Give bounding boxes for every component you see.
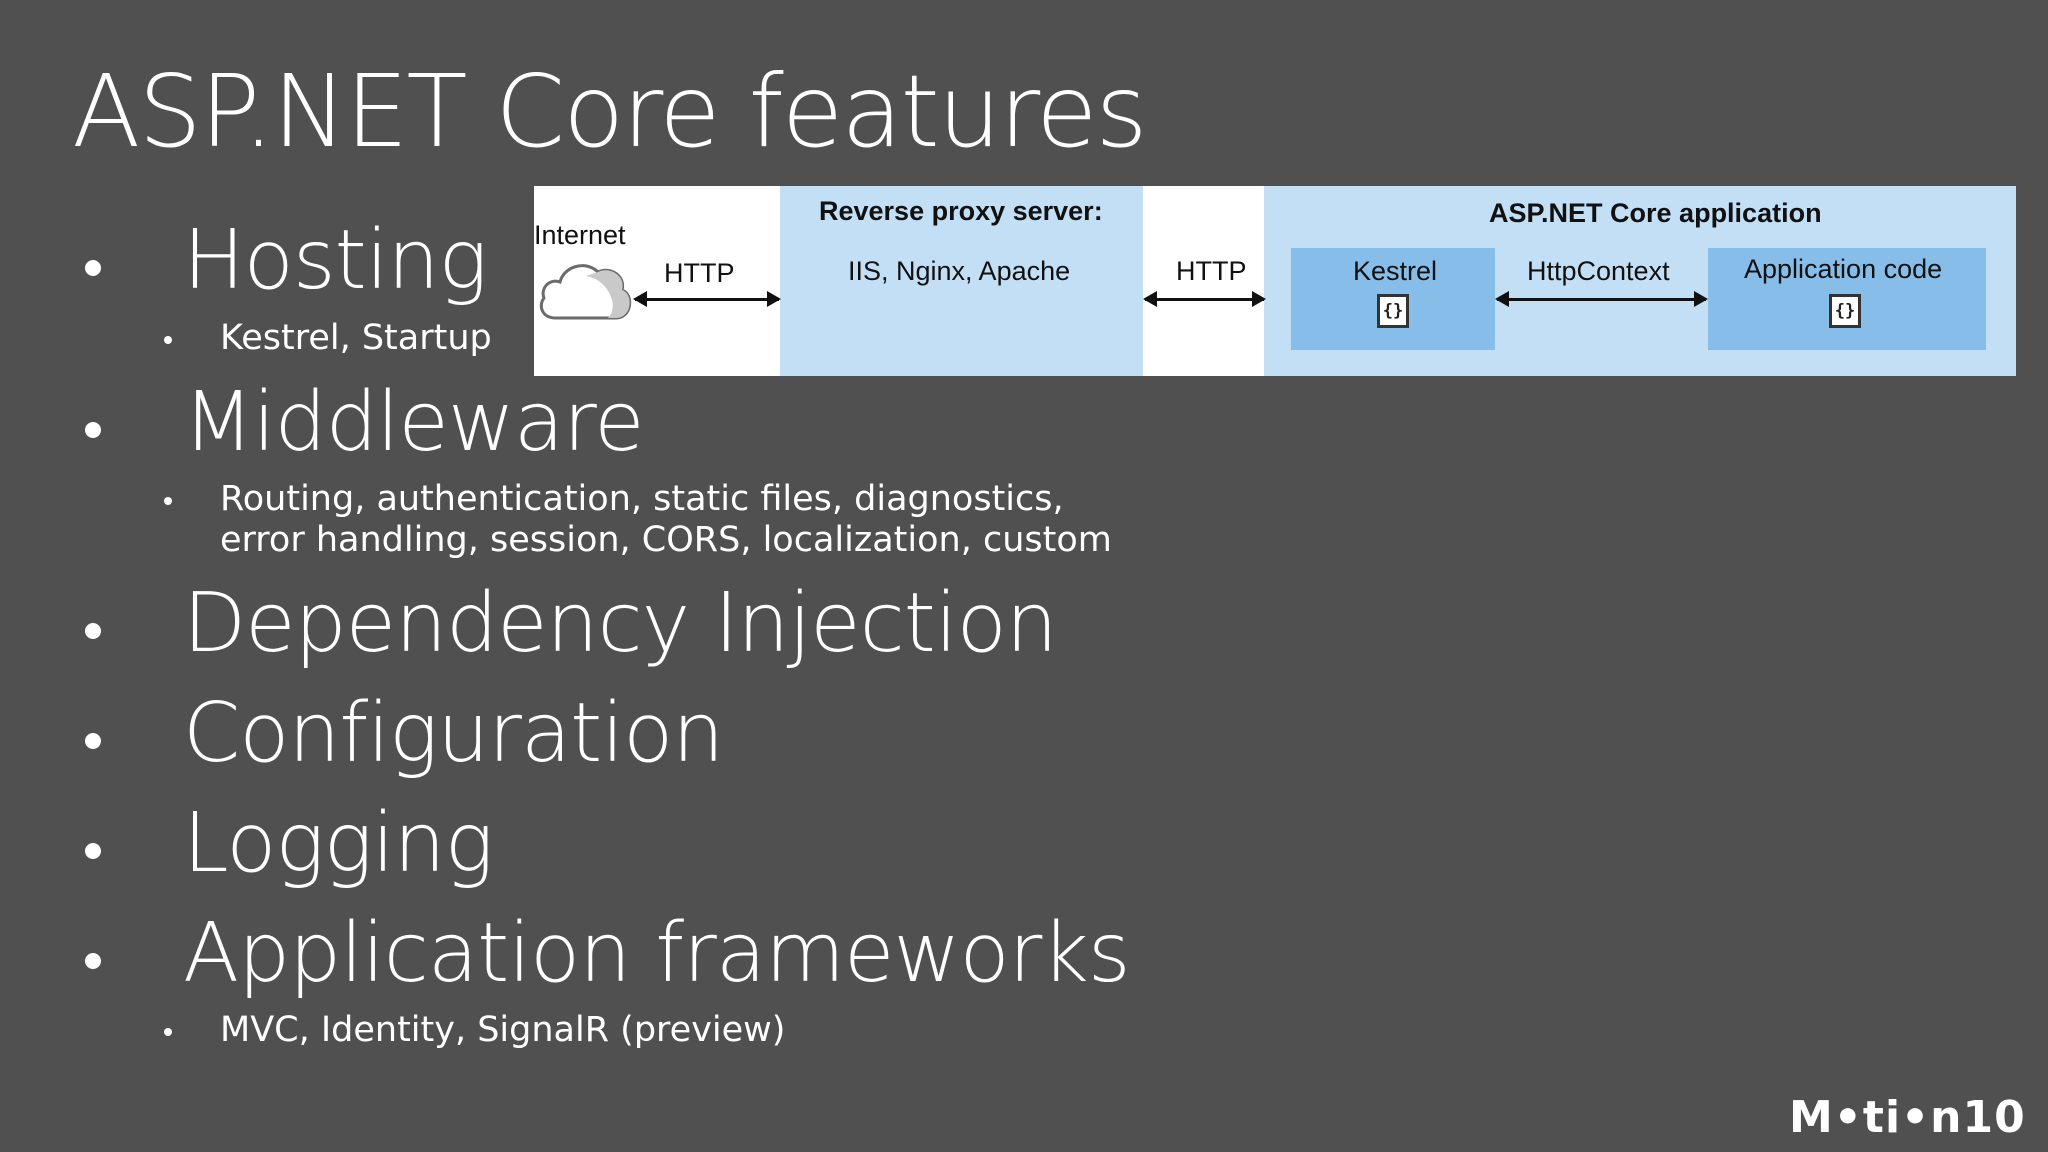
bullet-hosting-label: Hosting bbox=[183, 213, 488, 308]
http-right-arrow bbox=[1143, 291, 1266, 307]
http-right-label: HTTP bbox=[1176, 256, 1247, 286]
sub-bullet-hosting-text: Kestrel, Startup bbox=[220, 318, 492, 358]
bullet-dot bbox=[85, 422, 101, 438]
sub-bullet-dot bbox=[164, 1028, 172, 1036]
internet-label: Internet bbox=[534, 220, 626, 250]
bullet-application-frameworks-label: Application frameworks bbox=[183, 906, 1131, 1001]
sub-bullet-dot bbox=[164, 336, 172, 344]
sub-bullet-application-frameworks-text: MVC, Identity, SignalR (preview) bbox=[220, 1010, 786, 1050]
bullet-dot bbox=[85, 733, 101, 749]
reverse-proxy-zone bbox=[780, 186, 1143, 376]
sub-bullet-middleware-line-2: error handling, session, CORS, localizat… bbox=[220, 520, 1112, 560]
reverse-proxy-title: Reverse proxy server: bbox=[819, 196, 1103, 226]
bullet-logging-label: Logging bbox=[183, 796, 494, 891]
http-left-label: HTTP bbox=[664, 258, 735, 288]
application-code-label: Application code bbox=[1744, 254, 1943, 284]
bullet-middleware-label: Middleware bbox=[183, 375, 645, 470]
aspnet-core-app-title: ASP.NET Core application bbox=[1489, 198, 1822, 228]
bullet-configuration-label: Configuration bbox=[183, 686, 724, 781]
bullet-dot bbox=[85, 843, 101, 859]
application-code-icon: {} bbox=[1829, 294, 1861, 328]
cloud-icon bbox=[539, 264, 632, 320]
kestrel-label: Kestrel bbox=[1353, 256, 1438, 286]
sub-bullet-dot bbox=[164, 497, 172, 505]
kestrel-code-icon: {} bbox=[1377, 294, 1409, 328]
httpcontext-label: HttpContext bbox=[1527, 256, 1670, 286]
hosting-architecture-diagram: Internet HTTP Reverse proxy server: IIS,… bbox=[534, 186, 2016, 376]
bullet-dot bbox=[85, 953, 101, 969]
httpcontext-arrow bbox=[1495, 291, 1708, 307]
bullet-dependency-injection-label: Dependency Injection bbox=[183, 576, 1058, 671]
slide-title: ASP.NET Core features bbox=[72, 53, 1148, 170]
bullet-dot bbox=[85, 260, 101, 276]
proxy-servers-label: IIS, Nginx, Apache bbox=[848, 256, 1071, 286]
motion10-logo: M•ti•n10 bbox=[1789, 1092, 2026, 1143]
sub-bullet-middleware-line-1: Routing, authentication, static files, d… bbox=[220, 479, 1064, 519]
http-left-arrow bbox=[633, 291, 781, 307]
bullet-dot bbox=[85, 623, 101, 639]
